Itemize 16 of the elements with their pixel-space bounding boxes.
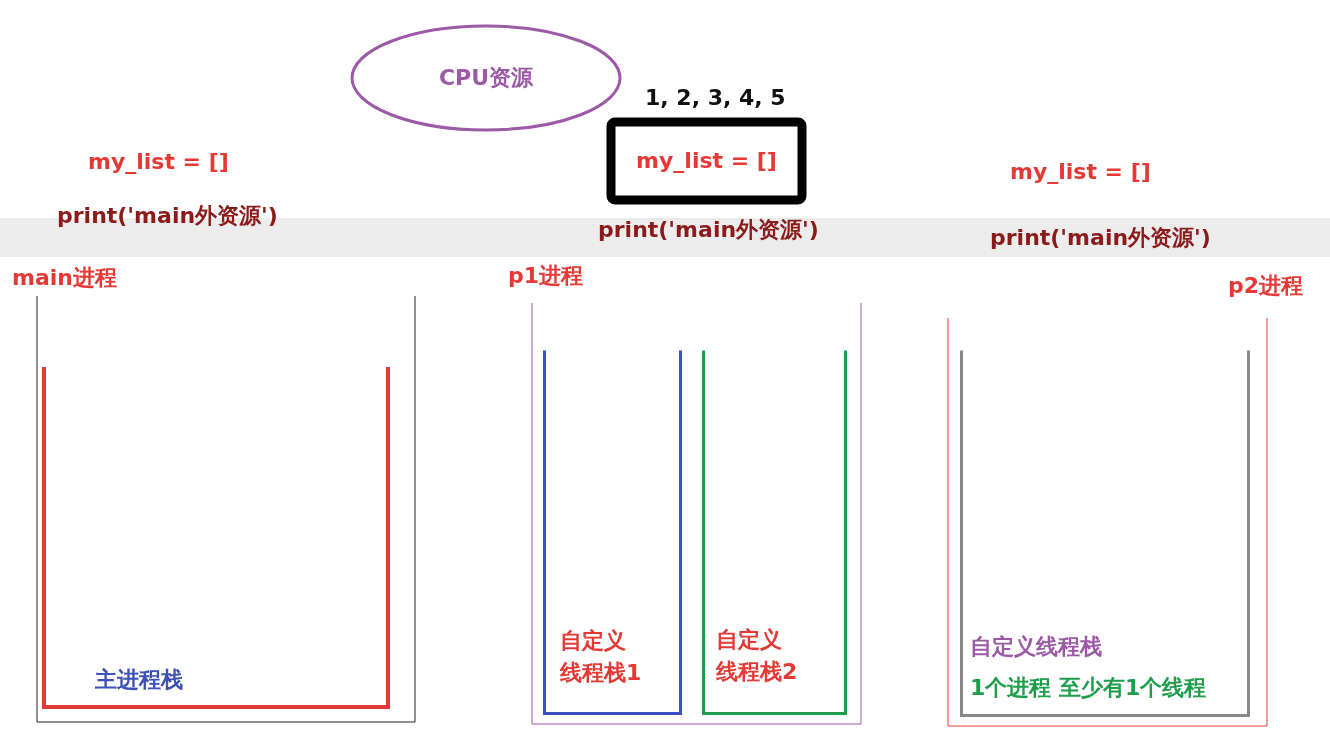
- code-text: print('main外资源'): [57, 202, 278, 230]
- resource-label: CPU资源: [437, 64, 535, 92]
- stack-label: 自定义线程栈1: [560, 627, 643, 687]
- stack-label: 自定义线程栈: [970, 633, 1102, 661]
- process-label: main进程: [12, 264, 117, 292]
- note-text: 1个进程 至少有1个线程: [970, 674, 1207, 702]
- process-label: p1进程: [508, 262, 584, 290]
- code-text: my_list = []: [88, 148, 229, 176]
- process-label: p2进程: [1228, 272, 1304, 300]
- stack-label: 自定义线程栈2: [716, 626, 799, 686]
- code-text: my_list = []: [1010, 158, 1151, 186]
- code-text: my_list = []: [635, 147, 778, 175]
- stack-label: 主进程栈: [95, 666, 183, 694]
- value-list: 1, 2, 3, 4, 5: [645, 84, 786, 112]
- code-text: print('main外资源'): [990, 224, 1211, 252]
- code-text: print('main外资源'): [598, 216, 819, 244]
